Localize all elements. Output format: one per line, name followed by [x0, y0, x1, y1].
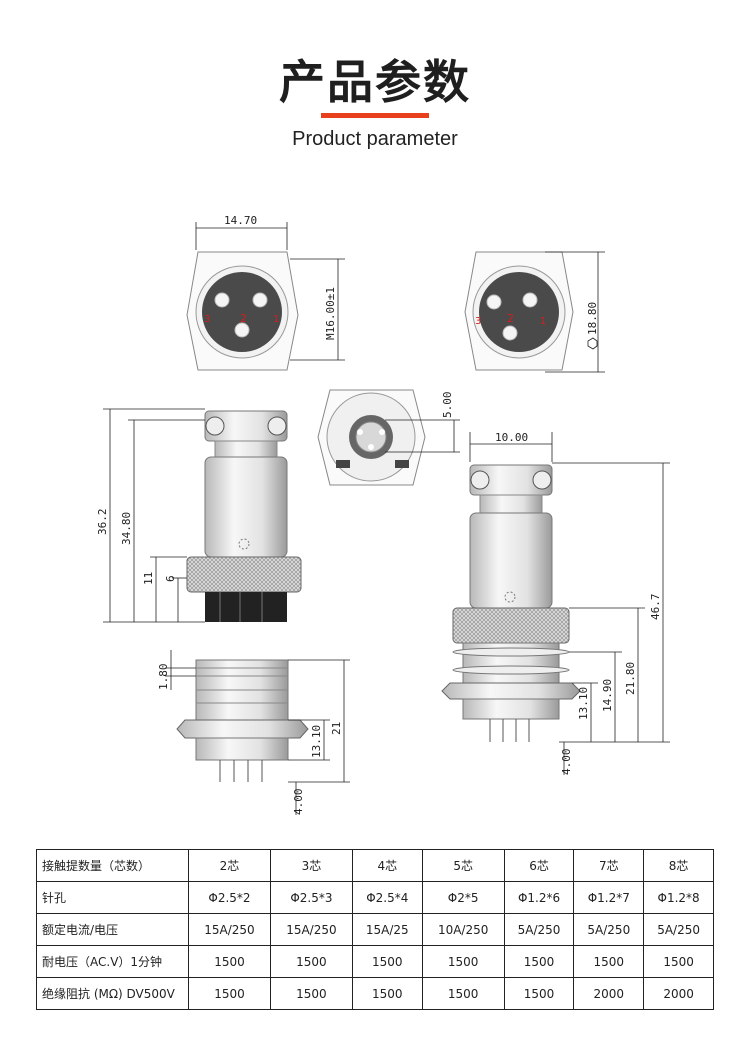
table-cell: Φ1.2*6 [503, 881, 575, 914]
table-cell: 2000 [573, 977, 645, 1010]
table-cell: 5A/250 [643, 913, 714, 946]
table-cell: 1500 [269, 945, 353, 978]
dim-label: 6 [164, 575, 177, 582]
table-cell: 1500 [421, 977, 505, 1010]
socket-top-view: 5.00 [317, 389, 460, 486]
spec-table: 接触提数量（芯数） 2芯 3芯 4芯 5芯 6芯 7芯 8芯 针孔 Φ2.5*2… [36, 849, 714, 1010]
table-cell: 10A/250 [421, 913, 505, 946]
table-cell: 2000 [643, 977, 714, 1010]
table-cell: 1500 [421, 945, 505, 978]
table-cell: 8芯 [643, 849, 714, 882]
table-cell: 3芯 [269, 849, 353, 882]
pin-label: 3 [475, 316, 481, 327]
pin-label: 1 [540, 316, 546, 327]
dim-label: 21.80 [624, 662, 637, 695]
pin-label: 1 [273, 314, 279, 325]
page-subtitle: Product parameter [292, 128, 458, 150]
table-cell: 6芯 [503, 849, 575, 882]
title-underline [321, 113, 429, 118]
table-cell: 7芯 [573, 849, 645, 882]
table-cell: 1500 [503, 945, 575, 978]
table-cell: 15A/250 [188, 913, 271, 946]
table-cell: 5A/250 [573, 913, 645, 946]
table-cell: Φ2*5 [421, 881, 505, 914]
table-cell: 1500 [573, 945, 645, 978]
table-row: 额定电流/电压 15A/250 15A/250 15A/25 10A/250 5… [36, 913, 714, 946]
table-row: 接触提数量（芯数） 2芯 3芯 4芯 5芯 6芯 7芯 8芯 [36, 849, 714, 882]
dim-label: 1.80 [157, 664, 170, 691]
dim-label: 18.80 [586, 302, 599, 335]
row-header: 接触提数量（芯数） [36, 849, 189, 882]
table-cell: 1500 [351, 977, 423, 1010]
table-cell: Φ1.2*8 [643, 881, 714, 914]
table-cell: 15A/250 [269, 913, 353, 946]
row-header: 额定电流/电压 [36, 913, 189, 946]
dim-label: 4.00 [560, 749, 573, 776]
table-cell: 2芯 [188, 849, 271, 882]
dim-label: 10.00 [495, 431, 528, 444]
row-header: 耐电压（AC.V）1分钟 [36, 945, 189, 978]
plug-side-view: 36.2 34.80 11 6 [96, 408, 302, 623]
table-row: 针孔 Φ2.5*2 Φ2.5*3 Φ2.5*4 Φ2*5 Φ1.2*6 Φ1.2… [36, 881, 714, 914]
pin-label: 3 [204, 314, 210, 325]
front-view-right: 3 2 1 18.80 [464, 251, 605, 373]
table-cell: Φ1.2*7 [573, 881, 645, 914]
table-row: 绝缘阻抗 (MΩ) DV500V 1500 1500 1500 1500 150… [36, 977, 714, 1010]
dim-label: M16.00±1 [324, 287, 337, 340]
table-cell: 5A/250 [503, 913, 575, 946]
technical-drawing: 3 2 1 14.70 M16.00±1 3 2 1 18.80 [96, 214, 670, 815]
dim-label: 11 [142, 572, 155, 585]
page-title: 产品参数 [279, 55, 471, 109]
row-header: 针孔 [36, 881, 189, 914]
table-cell: 1500 [643, 945, 714, 978]
dim-label: 13.10 [577, 687, 590, 720]
dim-label: 14.90 [601, 679, 614, 712]
table-row: 耐电压（AC.V）1分钟 1500 1500 1500 1500 1500 15… [36, 945, 714, 978]
table-cell: Φ2.5*4 [351, 881, 423, 914]
dim-label: 36.2 [96, 509, 109, 536]
table-cell: Φ2.5*2 [188, 881, 271, 914]
row-header: 绝缘阻抗 (MΩ) DV500V [36, 977, 189, 1010]
table-cell: 1500 [503, 977, 575, 1010]
table-cell: Φ2.5*3 [269, 881, 353, 914]
dim-label: 34.80 [120, 512, 133, 545]
dim-label: 13.10 [310, 725, 323, 758]
dim-label: 46.7 [649, 594, 662, 621]
front-view-left: 3 2 1 14.70 M16.00±1 [186, 214, 345, 371]
socket-side-view: 1.80 13.10 21 4.00 [157, 650, 350, 815]
table-cell: 1500 [188, 977, 271, 1010]
table-cell: 1500 [188, 945, 271, 978]
assembly-side-view: 10.00 46.7 21.80 14.90 13.10 4.00 [441, 431, 670, 776]
table-cell: 4芯 [351, 849, 423, 882]
table-cell: 15A/25 [351, 913, 423, 946]
table-cell: 1500 [269, 977, 353, 1010]
dim-label: 5.00 [441, 392, 454, 419]
dim-label: 21 [330, 722, 343, 735]
dim-label: 4.00 [292, 789, 305, 816]
table-cell: 5芯 [421, 849, 505, 882]
pin-label: 2 [240, 312, 247, 325]
table-cell: 1500 [351, 945, 423, 978]
dim-label: 14.70 [224, 214, 257, 227]
pin-label: 2 [507, 312, 514, 325]
